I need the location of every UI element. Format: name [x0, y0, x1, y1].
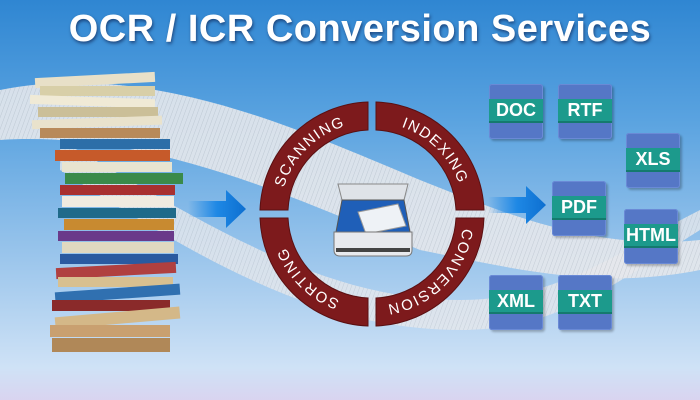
format-label: HTML [624, 224, 678, 248]
format-tile-pdf: PDF [552, 181, 606, 236]
ring-segment-sorting [259, 217, 369, 327]
format-label: RTF [558, 99, 612, 123]
format-tile-xls: XLS [626, 133, 680, 188]
format-label: PDF [552, 196, 606, 220]
process-ring: SCANNING INDEXING CONVERSION SORTING [259, 101, 485, 327]
format-label: TXT [558, 290, 612, 314]
format-tile-html: HTML [624, 209, 678, 264]
format-label: XML [489, 290, 543, 314]
ring-segment-conversion [375, 217, 485, 327]
arrow-right-icon [488, 186, 546, 224]
book-stack-illustration [29, 71, 183, 352]
format-tile-rtf: RTF [558, 84, 612, 139]
format-tile-doc: DOC [489, 84, 543, 139]
page-title: OCR / ICR Conversion Services [68, 8, 652, 50]
ring-segment-scanning [259, 101, 369, 211]
ring-segment-indexing [375, 101, 485, 211]
format-tile-xml: XML [489, 275, 543, 330]
arrow-right-icon [188, 190, 246, 228]
format-label: XLS [626, 148, 680, 172]
format-label: DOC [489, 99, 543, 123]
scanner-icon [333, 183, 413, 257]
format-tile-txt: TXT [558, 275, 612, 330]
